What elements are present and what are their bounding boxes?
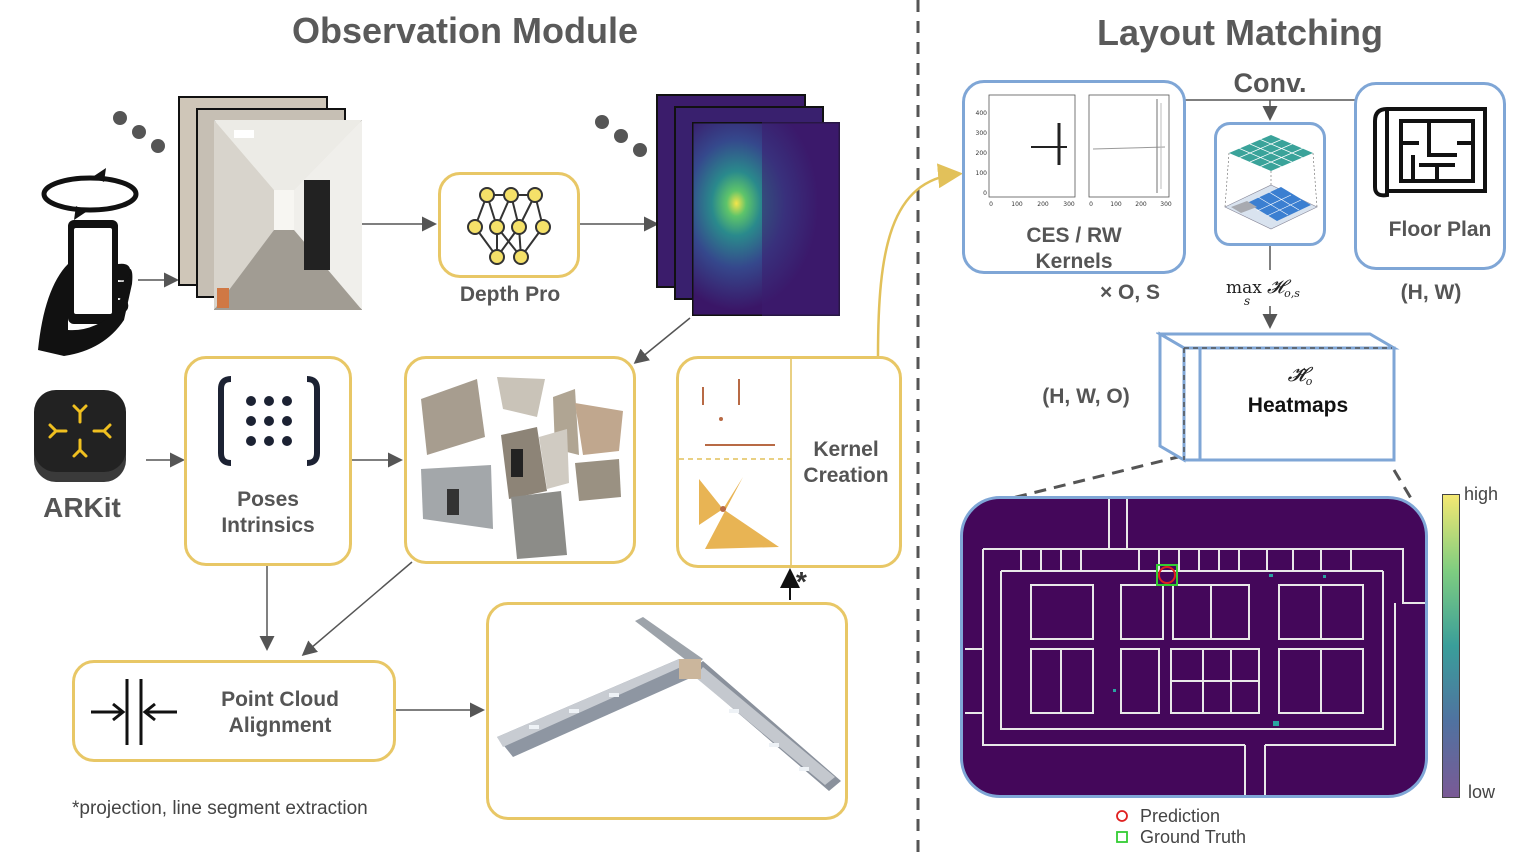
point-cloud-label: Point Cloud <box>221 688 339 711</box>
creation-label: Creation <box>803 464 889 487</box>
heatmaps-block <box>1156 331 1400 463</box>
left-x-tick-3: 300 <box>1063 201 1075 208</box>
intrinsics-label: Intrinsics <box>221 514 315 537</box>
max-label: max <box>1226 278 1262 298</box>
left-x-tick-0: 0 <box>989 201 993 208</box>
h-tilde-symbol: 𝓗̃o <box>1270 362 1330 388</box>
hw-label: (H, W) <box>1400 281 1462 304</box>
more-depth-dots <box>595 115 647 157</box>
right-x-tick-2: 200 <box>1135 201 1147 208</box>
depth-pro-label: Depth Pro <box>459 283 561 306</box>
kernels-label: Kernels <box>1035 250 1113 273</box>
depth-map-stack <box>656 94 840 320</box>
poses-intrinsics-box: Poses Intrinsics <box>184 356 352 566</box>
left-y-tick-4: 0 <box>983 190 987 197</box>
layout-matching-title: Layout Matching <box>1097 12 1383 53</box>
left-y-tick-0: 400 <box>976 110 988 117</box>
merged-point-cloud-box <box>486 602 848 820</box>
prediction-legend-label: Prediction <box>1140 806 1221 826</box>
conv-label: Conv. <box>1233 68 1307 98</box>
times-o-s-label: × O, S <box>1099 281 1161 304</box>
arkit-label: ARKit <box>43 492 121 523</box>
poses-label: Poses <box>237 488 299 511</box>
more-frames-dots <box>113 111 165 153</box>
ground-truth-legend-icon <box>1116 831 1128 843</box>
merged-point-cloud <box>497 617 841 791</box>
h-tilde-subscript: o <box>1305 375 1313 389</box>
colorbar-low-label: low <box>1468 782 1496 802</box>
observation-module-title: Observation Module <box>291 10 639 51</box>
heatmap-image-box <box>960 496 1428 798</box>
arkit-logo-icon <box>34 390 126 482</box>
hallway-photo <box>214 120 362 310</box>
ground-truth-legend-label: Ground Truth <box>1140 827 1247 847</box>
right-x-tick-0: 0 <box>1089 201 1093 208</box>
floor-plan-label: Floor Plan <box>1388 218 1492 241</box>
legend-markers <box>1116 810 1128 843</box>
hwo-label: (H, W, O) <box>1042 385 1130 408</box>
matrix-bracket-icon <box>218 376 320 466</box>
h-os-subscript: o,s <box>1284 287 1300 301</box>
floor-plan-box: Floor Plan <box>1354 82 1506 270</box>
ground-truth-marker <box>1156 564 1178 586</box>
left-x-tick-2: 200 <box>1037 201 1049 208</box>
kernel-plots: 400 300 200 100 0 0 100 200 300 0 100 20… <box>976 94 1172 208</box>
alignment-icon <box>91 679 177 745</box>
prediction-marker <box>1158 566 1176 584</box>
colorbar <box>1442 494 1460 798</box>
star-marker: * <box>796 566 807 597</box>
left-y-tick-2: 200 <box>976 150 988 157</box>
convolution-icon <box>1224 135 1318 230</box>
rgb-frame-stack <box>178 96 362 316</box>
left-x-tick-1: 100 <box>1011 201 1023 208</box>
h-tilde: 𝓗̃ <box>1287 362 1306 386</box>
ces-rw-kernels-box: 400 300 200 100 0 0 100 200 300 0 100 20… <box>962 80 1186 274</box>
footnote: *projection, line segment extraction <box>72 798 368 819</box>
neural-net-icon <box>467 187 551 265</box>
h-os-symbol: 𝓗 <box>1266 276 1285 298</box>
colorbar-high-label: high <box>1464 484 1499 504</box>
heatmaps-label: Heatmaps <box>1247 394 1349 417</box>
left-y-tick-3: 100 <box>976 170 988 177</box>
max-operator: max 𝓗o,s s <box>1226 276 1326 308</box>
floor-plan-heatmap <box>965 499 1425 795</box>
depth-map <box>692 122 840 316</box>
kernel-label: Kernel <box>813 438 879 461</box>
prediction-legend-icon <box>1116 810 1128 822</box>
right-x-tick-1: 100 <box>1110 201 1122 208</box>
kernel-creation-box: Kernel Creation <box>676 356 902 568</box>
rotate-phone-icon <box>38 168 139 356</box>
alignment-label: Alignment <box>228 714 332 737</box>
point-fragments-box <box>404 356 636 564</box>
kernel-creation-sketch <box>679 359 792 565</box>
conv-illustration-box <box>1214 122 1326 246</box>
ces-rw-label: CES / RW <box>1026 224 1122 247</box>
right-x-tick-3: 300 <box>1160 201 1172 208</box>
point-fragments <box>421 377 623 559</box>
floor-plan-icon <box>1373 106 1487 198</box>
point-cloud-alignment-box: Point Cloud Alignment <box>72 660 396 762</box>
left-y-tick-1: 300 <box>976 130 988 137</box>
depth-pro-box <box>438 172 580 278</box>
max-subscript: s <box>1244 294 1251 308</box>
